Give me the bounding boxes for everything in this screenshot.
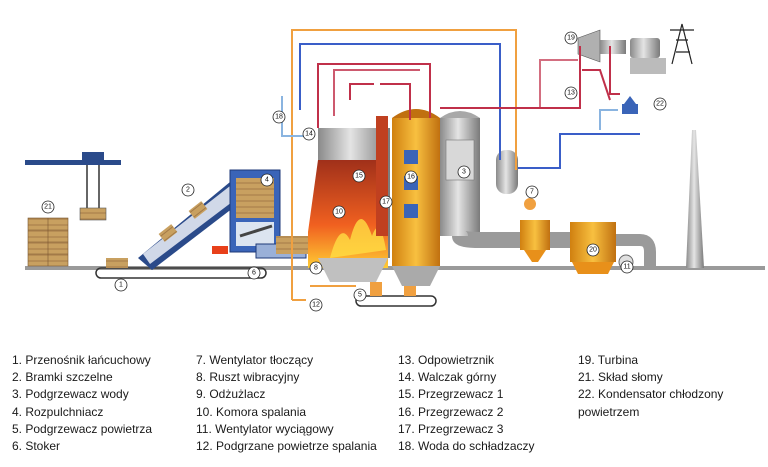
legend-column-2: 7. Wentylator tłoczący 8. Ruszt wibracyj… <box>196 352 377 455</box>
svg-text:8: 8 <box>314 265 318 272</box>
power-plant-diagram: 1 2 3 4 5 6 7 8 10 11 12 13 14 15 16 17 … <box>25 23 765 312</box>
inclined-conveyor <box>138 182 246 270</box>
legend-item: 18. Woda do schładzaczy <box>398 439 535 454</box>
legend-item: 15. Przegrzewacz 1 <box>398 387 504 402</box>
svg-text:16: 16 <box>407 174 415 181</box>
svg-text:6: 6 <box>252 270 256 277</box>
legend-item: 4. Rozpulchniacz <box>12 404 104 419</box>
legend-item: 21. Skład słomy <box>578 370 663 385</box>
legend-item: 8. Ruszt wibracyjny <box>196 370 300 385</box>
legend-column-3: 13. Odpowietrznik 14. Walczak górny 15. … <box>398 352 535 455</box>
svg-text:14: 14 <box>305 131 313 138</box>
legend-column-4: 19. Turbina 21. Skład słomy 22. Kondensa… <box>578 352 748 421</box>
legend-item: 19. Turbina <box>578 353 639 367</box>
boiler <box>308 109 480 286</box>
pipes <box>281 29 640 301</box>
svg-text:10: 10 <box>335 209 343 216</box>
legend-item: 7. Wentylator tłoczący <box>196 353 314 367</box>
svg-text:13: 13 <box>567 90 575 97</box>
legend-item: 9. Odżużlacz <box>196 387 266 402</box>
pylon <box>670 23 694 65</box>
legend-item: 2. Bramki szczelne <box>12 370 113 385</box>
svg-text:7: 7 <box>530 189 534 196</box>
legend: 1. Przenośnik łańcuchowy 2. Bramki szcze… <box>0 352 768 467</box>
legend-item: 11. Wentylator wyciągowy <box>196 421 334 436</box>
svg-text:20: 20 <box>589 247 597 254</box>
legend-item: 5. Podgrzewacz powietrza <box>12 421 153 436</box>
stoker <box>212 236 314 259</box>
turbine-generator <box>577 29 666 74</box>
svg-text:5: 5 <box>358 292 362 299</box>
straw-storage <box>27 217 69 267</box>
svg-text:18: 18 <box>275 114 283 121</box>
legend-item: 14. Walczak górny <box>398 370 497 385</box>
chimney <box>686 130 704 268</box>
legend-item: 17. Przegrzewacz 3 <box>398 421 504 436</box>
chain-conveyor <box>95 258 267 279</box>
svg-text:2: 2 <box>186 187 190 194</box>
legend-item: 6. Stoker <box>12 439 61 454</box>
svg-text:19: 19 <box>567 35 575 42</box>
hopper <box>229 169 281 253</box>
svg-text:21: 21 <box>44 204 52 211</box>
legend-item: 1. Przenośnik łańcuchowy <box>12 353 151 367</box>
svg-text:17: 17 <box>382 199 390 206</box>
ash-conveyor <box>355 282 437 307</box>
legend-item: 13. Odpowietrznik <box>398 353 495 367</box>
condenser <box>622 96 638 114</box>
svg-text:3: 3 <box>462 169 466 176</box>
legend-item: 22. Kondensator chłodzony powietrzem <box>578 387 724 419</box>
legend-item: 10. Komora spalania <box>196 404 307 419</box>
svg-text:1: 1 <box>119 282 123 289</box>
legend-item: 12. Podgrzane powietrze spalania <box>196 439 377 454</box>
legend-item: 16. Przegrzewacz 2 <box>398 404 504 419</box>
svg-text:15: 15 <box>355 173 363 180</box>
legend-item: 3. Podgrzewacz wody <box>12 387 129 402</box>
svg-text:12: 12 <box>312 302 320 309</box>
crane <box>25 152 121 221</box>
svg-text:11: 11 <box>623 264 630 271</box>
svg-text:22: 22 <box>656 101 664 108</box>
svg-text:4: 4 <box>265 177 269 184</box>
legend-column-1: 1. Przenośnik łańcuchowy 2. Bramki szcze… <box>12 352 152 455</box>
diagram-labels: 1 2 3 4 5 6 7 8 10 11 12 13 14 15 16 17 … <box>41 31 667 312</box>
